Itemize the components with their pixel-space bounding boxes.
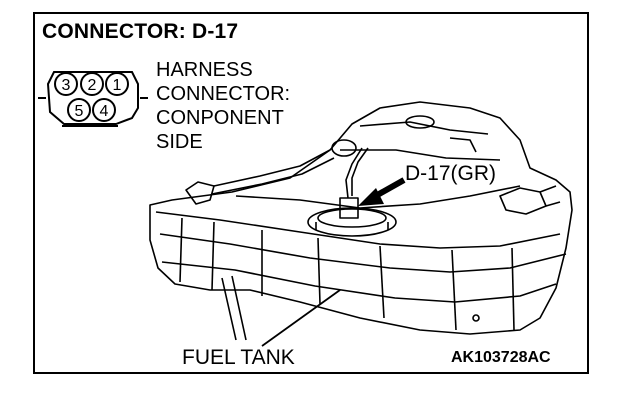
- harness-label-line-4: SIDE: [156, 131, 203, 153]
- connector-title: CONNECTOR: D-17: [42, 20, 239, 43]
- pin-label-5: 5: [75, 103, 84, 120]
- diagram-frame: [33, 12, 589, 374]
- connector-callout-label: D-17(GR): [405, 162, 497, 185]
- pin-label-4: 4: [100, 103, 109, 120]
- fuel-tank-label: FUEL TANK: [182, 346, 295, 369]
- pin-5: [67, 98, 91, 122]
- harness-label-line-3: CONPONENT: [156, 107, 284, 129]
- pin-4: [92, 98, 116, 122]
- connector-face-icon: [38, 71, 148, 127]
- pin-label-3: 3: [62, 77, 71, 94]
- harness-label-line-1: HARNESS: [156, 59, 253, 81]
- pin-3: [54, 72, 78, 96]
- fuel-tank-drawing: [149, 101, 573, 341]
- pin-label-2: 2: [88, 77, 97, 94]
- pin-label-1: 1: [113, 77, 122, 94]
- fuel-tank-leader: [261, 289, 341, 347]
- pin-2: [80, 72, 104, 96]
- harness-label-line-2: CONNECTOR:: [156, 83, 291, 105]
- figure-code: AK103728AC: [451, 349, 551, 366]
- d17-callout-arrow: [358, 177, 406, 206]
- pin-1: [105, 72, 129, 96]
